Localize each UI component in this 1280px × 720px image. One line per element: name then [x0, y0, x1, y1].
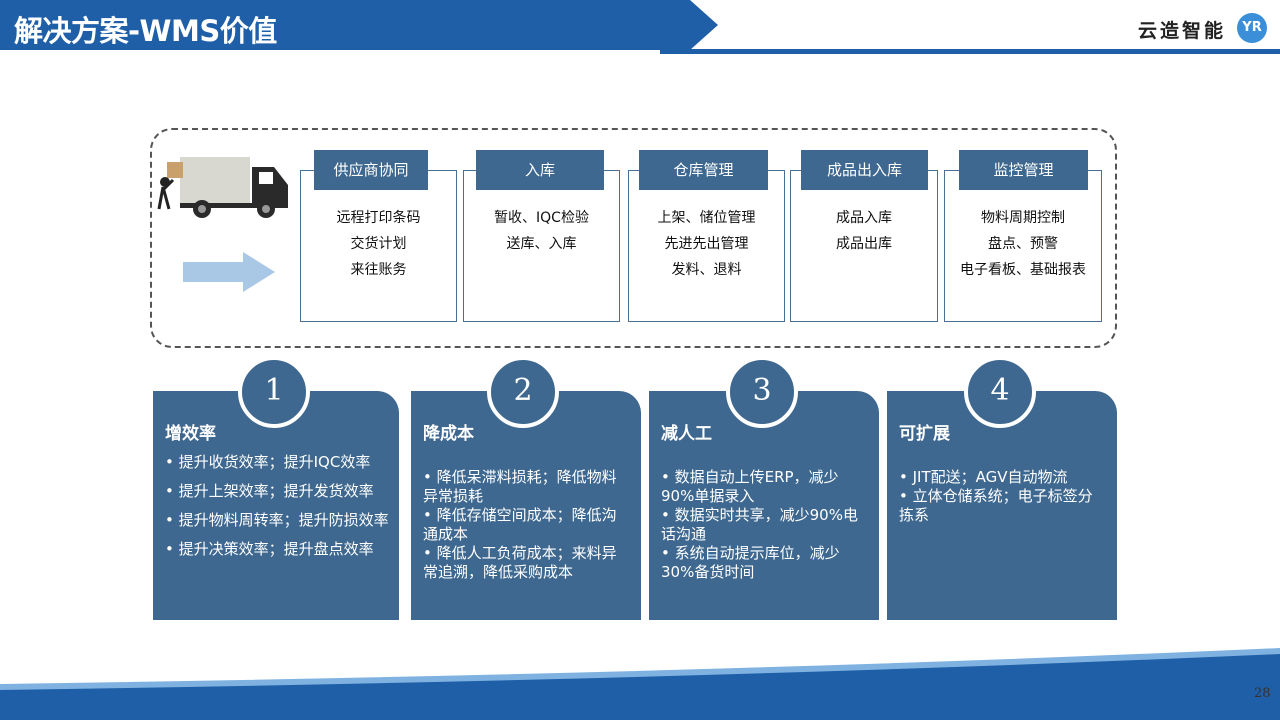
value-card: 减人工 • 数据自动上传ERP，减少90%单据录入• 数据实时共享，减少90%电话… [649, 391, 879, 620]
card-title: 降成本 [423, 424, 474, 444]
module-box: 成品入库成品出库 [790, 170, 938, 322]
module-header: 仓库管理 [639, 150, 768, 190]
card-item: • 降低存储空间成本；降低沟通成本 [423, 506, 617, 543]
module-item: 远程打印条码 [336, 210, 421, 226]
module-item: 暂收、IQC检验 [494, 210, 589, 226]
card-item: • 提升收货效率；提升IQC效率 [165, 453, 371, 471]
module-header: 入库 [476, 150, 604, 190]
process-frame [150, 128, 1117, 348]
module-item: 电子看板、基础报表 [960, 262, 1086, 278]
card-item: • 数据实时共享，减少90%电话沟通 [661, 506, 858, 543]
module-item: 盘点、预警 [988, 236, 1058, 252]
truck-icon [157, 157, 288, 218]
card-item: • 提升决策效率；提升盘点效率 [165, 540, 374, 558]
module-item: 交货计划 [350, 236, 407, 252]
module-item: 来往账务 [350, 262, 407, 278]
card-item: • 降低人工负荷成本；来料异常追溯，降低采购成本 [423, 544, 617, 581]
footer-swoosh [0, 648, 1280, 720]
card-item: • 降低呆滞料损耗；降低物料异常损耗 [423, 468, 617, 505]
header-banner [0, 0, 718, 50]
page-title: 解决方案-WMS价值 [14, 14, 277, 48]
card-item: • 立体仓储系统；电子标签分拣系 [899, 487, 1093, 524]
card-item: • 提升上架效率；提升发货效率 [165, 482, 374, 500]
module-header: 监控管理 [959, 150, 1088, 190]
module-item: 上架、储位管理 [657, 210, 756, 226]
card-title: 可扩展 [899, 424, 950, 444]
module-box: 远程打印条码交货计划来往账务 [300, 170, 457, 322]
module-item: 物料周期控制 [981, 210, 1065, 226]
card-item: • 提升物料周转率；提升防损效率 [165, 511, 389, 529]
module-item: 先进先出管理 [664, 236, 749, 252]
value-card: 可扩展 • JIT配送；AGV自动物流• 立体仓储系统；电子标签分拣系 [887, 391, 1117, 620]
module-header: 供应商协同 [314, 150, 428, 190]
logo-text: 云造智能 [1138, 20, 1227, 42]
module-header: 成品出入库 [801, 150, 928, 190]
module-box: 暂收、IQC检验送库、入库 [463, 170, 620, 322]
card-item: • JIT配送；AGV自动物流 [899, 468, 1068, 486]
value-card: 降成本 • 降低呆滞料损耗；降低物料异常损耗• 降低存储空间成本；降低沟通成本• … [411, 391, 641, 620]
number-badge: 4 [964, 356, 1036, 428]
page-number: 28 [1254, 686, 1271, 701]
header-line [660, 49, 1280, 54]
logo-icon: YR [1237, 13, 1267, 43]
module-box: 上架、储位管理先进先出管理发料、退料 [628, 170, 785, 322]
number-badge: 2 [487, 356, 559, 428]
number-badge: 1 [238, 356, 310, 428]
module-box: 物料周期控制盘点、预警电子看板、基础报表 [944, 170, 1102, 322]
value-card: 增效率 • 提升收货效率；提升IQC效率 • 提升上架效率；提升发货效率 • 提升物料… [153, 391, 399, 620]
card-title: 增效率 [165, 424, 216, 444]
number-badge: 3 [726, 356, 798, 428]
module-item: 送库、入库 [506, 236, 577, 252]
card-title: 减人工 [661, 424, 712, 444]
card-item: • 系统自动提示库位，减少30%备货时间 [661, 544, 840, 581]
module-item: 成品入库 [836, 210, 892, 226]
card-item: • 数据自动上传ERP，减少90%单据录入 [661, 468, 839, 505]
module-item: 发料、退料 [671, 262, 742, 278]
module-item: 成品出库 [836, 236, 892, 252]
